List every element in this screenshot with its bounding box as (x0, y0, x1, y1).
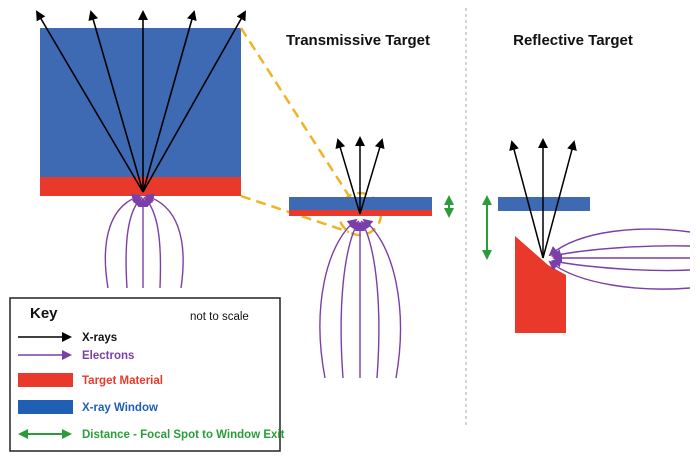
electron-path (319, 218, 358, 379)
transmissive-xray-arrows (335, 136, 385, 215)
electron-path (340, 220, 359, 379)
enlarged-view (35, 10, 246, 289)
key-label-target: Target Material (82, 375, 163, 387)
electron-path (548, 228, 691, 257)
key-label-window: X-ray Window (82, 402, 158, 414)
electron-path (143, 196, 162, 289)
enlarged-xray-arrows (35, 10, 246, 193)
reflective-target-block (515, 236, 566, 333)
key-label-xrays: X-rays (82, 332, 117, 344)
key-title: Key (30, 305, 58, 322)
zoom-line-top (239, 27, 351, 197)
electron-path (551, 257, 691, 272)
key-item-distance: Distance - Focal Spot to Window Exit (18, 429, 285, 441)
transmissive-title: Transmissive Target (286, 32, 430, 49)
electron-path (144, 193, 184, 289)
xray-arrow (142, 10, 197, 193)
xray-arrow (142, 10, 246, 193)
xray-arrow (359, 138, 385, 215)
key-label-electrons: Electrons (82, 350, 134, 362)
enlarged-window (40, 28, 241, 178)
key-item-window: X-ray Window (18, 400, 158, 414)
reflective-title: Reflective Target (513, 32, 633, 49)
key-box: Key not to scale X-rays Electrons Target… (9, 297, 285, 452)
transmissive-electron-paths (319, 218, 402, 379)
electron-path (551, 245, 691, 260)
enlarged-electron-paths (104, 193, 184, 289)
key-label-distance: Distance - Focal Spot to Window Exit (82, 429, 285, 441)
key-window-swatch (18, 400, 73, 414)
transmissive-target: Transmissive Target (286, 32, 454, 379)
reflective-xray-arrows (509, 138, 577, 259)
electron-path (362, 218, 402, 379)
xray-arrow (542, 140, 577, 259)
xray-arrow (88, 10, 144, 193)
xray-arrow (509, 140, 544, 259)
electron-path (104, 193, 142, 289)
key-note: not to scale (190, 311, 249, 323)
reflective-window (498, 197, 590, 211)
electron-path (361, 220, 380, 379)
xray-arrow (335, 138, 361, 215)
key-target-swatch (18, 373, 73, 387)
electron-path (548, 260, 691, 290)
key-item-electrons: Electrons (18, 350, 134, 362)
xray-arrow (35, 10, 144, 193)
key-item-target: Target Material (18, 373, 163, 387)
reflective-electron-paths (548, 228, 691, 290)
key-item-xrays: X-rays (18, 332, 117, 344)
reflective-target: Reflective Target (482, 32, 691, 333)
electron-path (125, 196, 143, 289)
